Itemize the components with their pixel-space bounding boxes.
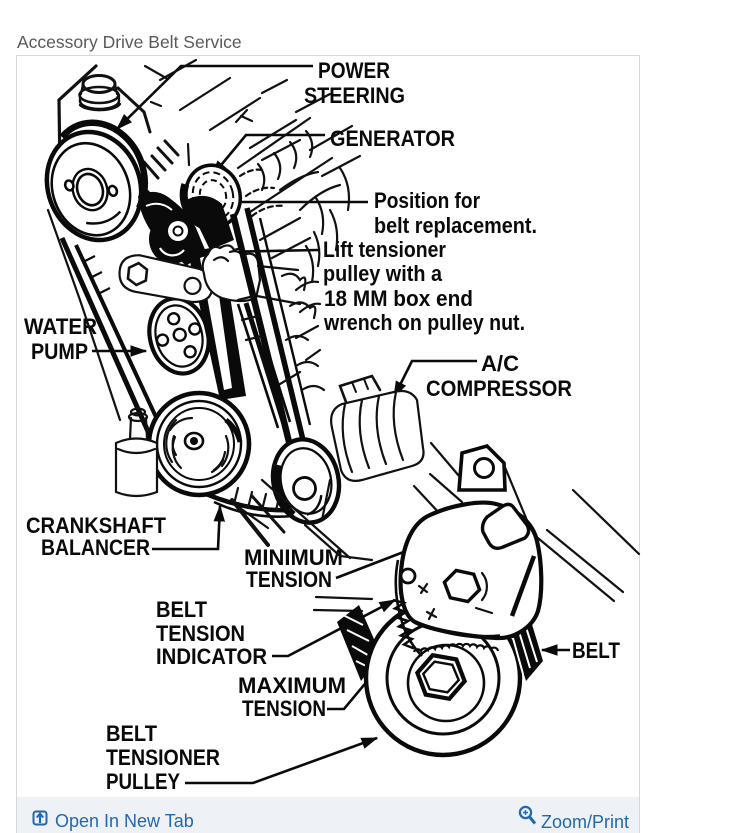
svg-text:POWER: POWER — [318, 58, 390, 83]
svg-text:belt replacement.: belt replacement. — [374, 213, 537, 238]
svg-text:TENSION: TENSION — [156, 621, 245, 646]
svg-text:pulley with a: pulley with a — [323, 261, 443, 286]
svg-text:BELT: BELT — [106, 721, 158, 746]
svg-text:BELT: BELT — [156, 597, 208, 622]
svg-text:Position for: Position for — [374, 188, 480, 213]
svg-text:BELT: BELT — [572, 638, 620, 663]
svg-text:PULLEY: PULLEY — [106, 769, 180, 794]
svg-text:MINIMUM: MINIMUM — [244, 545, 343, 570]
svg-text:STEERING: STEERING — [304, 83, 405, 108]
svg-text:GENERATOR: GENERATOR — [330, 126, 455, 151]
svg-text:TENSIONER: TENSIONER — [106, 745, 220, 770]
svg-text:INDICATOR: INDICATOR — [156, 644, 267, 669]
svg-text:PUMP: PUMP — [31, 339, 88, 364]
svg-text:wrench on pulley nut.: wrench on pulley nut. — [323, 310, 525, 335]
svg-text:18 MM box end: 18 MM box end — [324, 286, 473, 311]
svg-text:MAXIMUM: MAXIMUM — [238, 673, 346, 698]
svg-text:Lift tensioner: Lift tensioner — [323, 237, 446, 262]
svg-text:CRANKSHAFT: CRANKSHAFT — [26, 513, 167, 538]
svg-text:BALANCER: BALANCER — [41, 535, 150, 560]
svg-text:COMPRESSOR: COMPRESSOR — [426, 376, 572, 401]
svg-text:A/C: A/C — [481, 351, 519, 376]
svg-text:TENSION: TENSION — [246, 567, 332, 592]
svg-text:TENSION: TENSION — [242, 696, 326, 721]
